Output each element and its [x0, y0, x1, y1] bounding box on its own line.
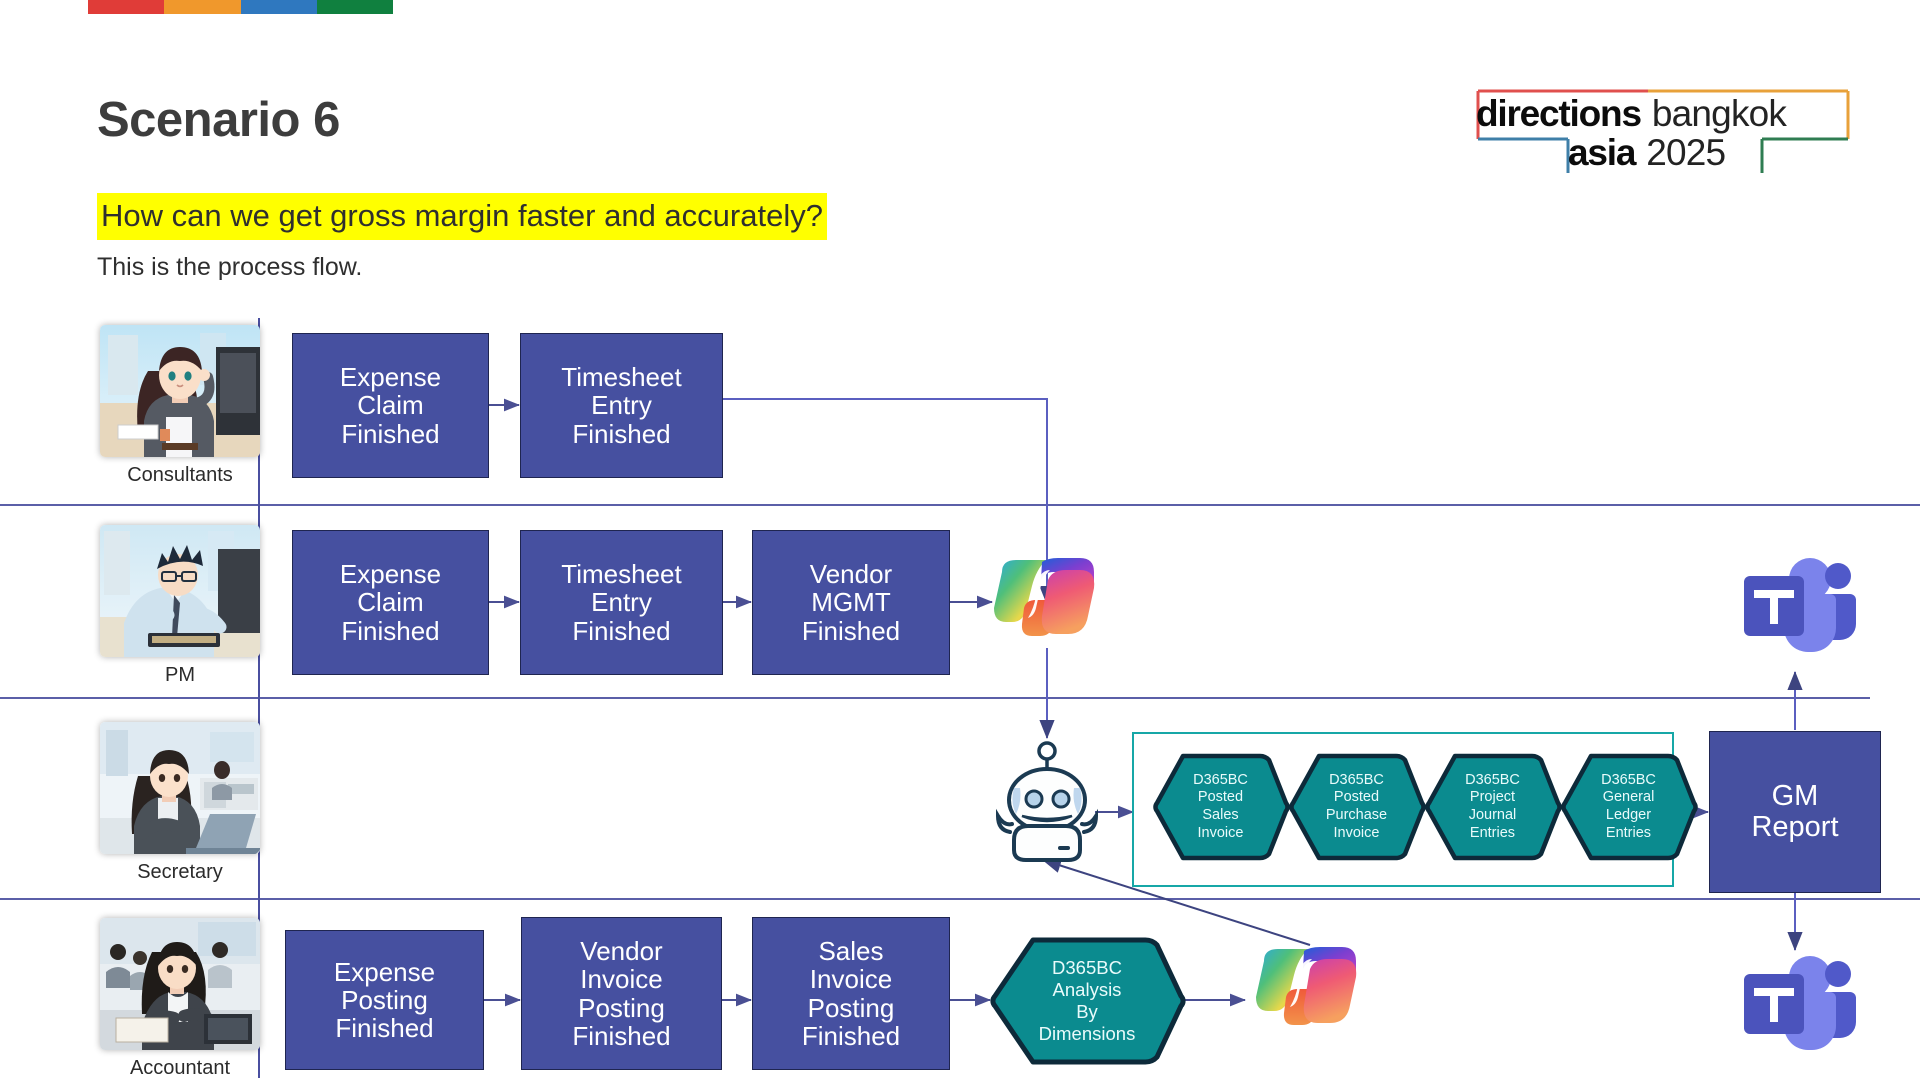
box-line: Finished — [572, 615, 671, 646]
box-line: Finished — [341, 418, 440, 449]
box-line: Sales — [818, 936, 884, 967]
box-line: Posting — [341, 984, 428, 1015]
box-line: Vendor — [809, 559, 893, 590]
process-box-expense-claim-finished-pm[interactable]: Expense Claim Finished — [292, 530, 489, 675]
box-line: Invoice — [809, 964, 893, 995]
lane-header-secretary: Secretary — [80, 722, 280, 884]
avatar-pm-icon — [100, 525, 260, 657]
logo-word-asia: asia — [1568, 132, 1636, 173]
lane-label-accountant: Accountant — [129, 1057, 231, 1079]
box-line: Finished — [341, 615, 440, 646]
microsoft-teams-icon-accountant[interactable] — [1734, 948, 1858, 1058]
brand-color-bar — [88, 0, 393, 14]
lane-header-accountant: Accountant — [80, 918, 280, 1080]
process-box-gm-report[interactable]: GM Report — [1709, 731, 1881, 893]
process-box-timesheet-entry-finished-consultants[interactable]: Timesheet Entry Finished — [520, 333, 723, 478]
box-line: Finished — [572, 418, 671, 449]
lane-header-separator — [258, 318, 260, 1078]
box-line: Invoice — [580, 964, 663, 995]
hexagon-d365bc-posted-purchase-invoice[interactable]: D365BC Posted Purchase Invoice — [1286, 752, 1427, 862]
box-line: Report — [1751, 811, 1839, 843]
lane-header-consultants: Consultants — [80, 325, 280, 487]
box-line: Posting — [807, 992, 895, 1023]
lane-divider-2 — [0, 697, 1870, 699]
hexagon-d365bc-posted-sales-invoice[interactable]: D365BC Posted Sales Invoice — [1150, 752, 1291, 862]
box-line: Claim — [357, 390, 424, 421]
box-line: Vendor — [580, 936, 663, 967]
scenario-question: How can we get gross margin faster and a… — [97, 193, 827, 240]
box-line: Finished — [335, 1013, 434, 1044]
avatar-consultant-icon — [100, 325, 260, 457]
color-swatch-green — [316, 0, 393, 14]
box-line: Posting — [578, 992, 665, 1023]
box-line: Expense — [339, 559, 442, 590]
hexagon-d365bc-general-ledger-entries[interactable]: D365BC General Ledger Entries — [1558, 752, 1699, 862]
lane-label-consultants: Consultants — [127, 464, 233, 486]
lane-divider-3 — [0, 898, 1920, 900]
process-box-timesheet-entry-finished-pm[interactable]: Timesheet Entry Finished — [520, 530, 723, 675]
lane-header-pm: PM — [80, 525, 280, 687]
logo-word-year: 2025 — [1646, 132, 1726, 173]
box-line: MGMT — [811, 587, 891, 618]
avatar-secretary-icon — [100, 722, 260, 854]
color-swatch-blue — [240, 0, 317, 14]
directions-asia-logo: directions bangkok asia 2025 — [1476, 89, 1850, 173]
box-line: Entry — [591, 587, 652, 618]
hexagon-d365bc-project-journal-entries[interactable]: D365BC Project Journal Entries — [1422, 752, 1563, 862]
box-line: Expense — [339, 362, 442, 393]
lane-label-secretary: Secretary — [137, 861, 223, 883]
color-swatch-red — [88, 0, 165, 14]
box-line: Claim — [357, 587, 424, 618]
process-box-expense-claim-finished-consultants[interactable]: Expense Claim Finished — [292, 333, 489, 478]
color-swatch-orange — [164, 0, 241, 14]
process-box-expense-posting-finished[interactable]: Expense Posting Finished — [285, 930, 484, 1070]
box-line: Finished — [801, 615, 901, 646]
scenario-subtitle: This is the process flow. — [97, 253, 363, 281]
logo-word-bangkok: bangkok — [1651, 93, 1787, 134]
logo-word-directions: directions — [1476, 93, 1642, 134]
lane-label-pm: PM — [165, 664, 195, 686]
box-line: Finished — [572, 1020, 671, 1051]
box-line: GM — [1771, 779, 1819, 812]
microsoft-teams-icon-pm[interactable] — [1734, 550, 1858, 660]
box-line: Timesheet — [561, 362, 682, 393]
box-line: Expense — [333, 956, 436, 987]
box-line: Finished — [801, 1020, 901, 1051]
lane-divider-1 — [0, 504, 1920, 506]
avatar-accountant-icon — [100, 918, 260, 1050]
box-line: Entry — [591, 390, 652, 421]
copilot-icon-accountant[interactable] — [1250, 940, 1366, 1040]
process-box-vendor-mgmt-finished-pm[interactable]: Vendor MGMT Finished — [752, 530, 950, 675]
box-line: Timesheet — [561, 559, 682, 590]
hexagon-d365bc-analysis-by-dimensions[interactable]: D365BC Analysis By Dimensions — [987, 936, 1187, 1066]
process-box-vendor-invoice-posting-finished[interactable]: Vendor Invoice Posting Finished — [521, 917, 722, 1070]
copilot-icon-pm[interactable] — [988, 552, 1104, 650]
bot-icon[interactable] — [992, 740, 1102, 870]
page-title: Scenario 6 — [97, 93, 340, 147]
process-box-sales-invoice-posting-finished[interactable]: Sales Invoice Posting Finished — [752, 917, 950, 1070]
